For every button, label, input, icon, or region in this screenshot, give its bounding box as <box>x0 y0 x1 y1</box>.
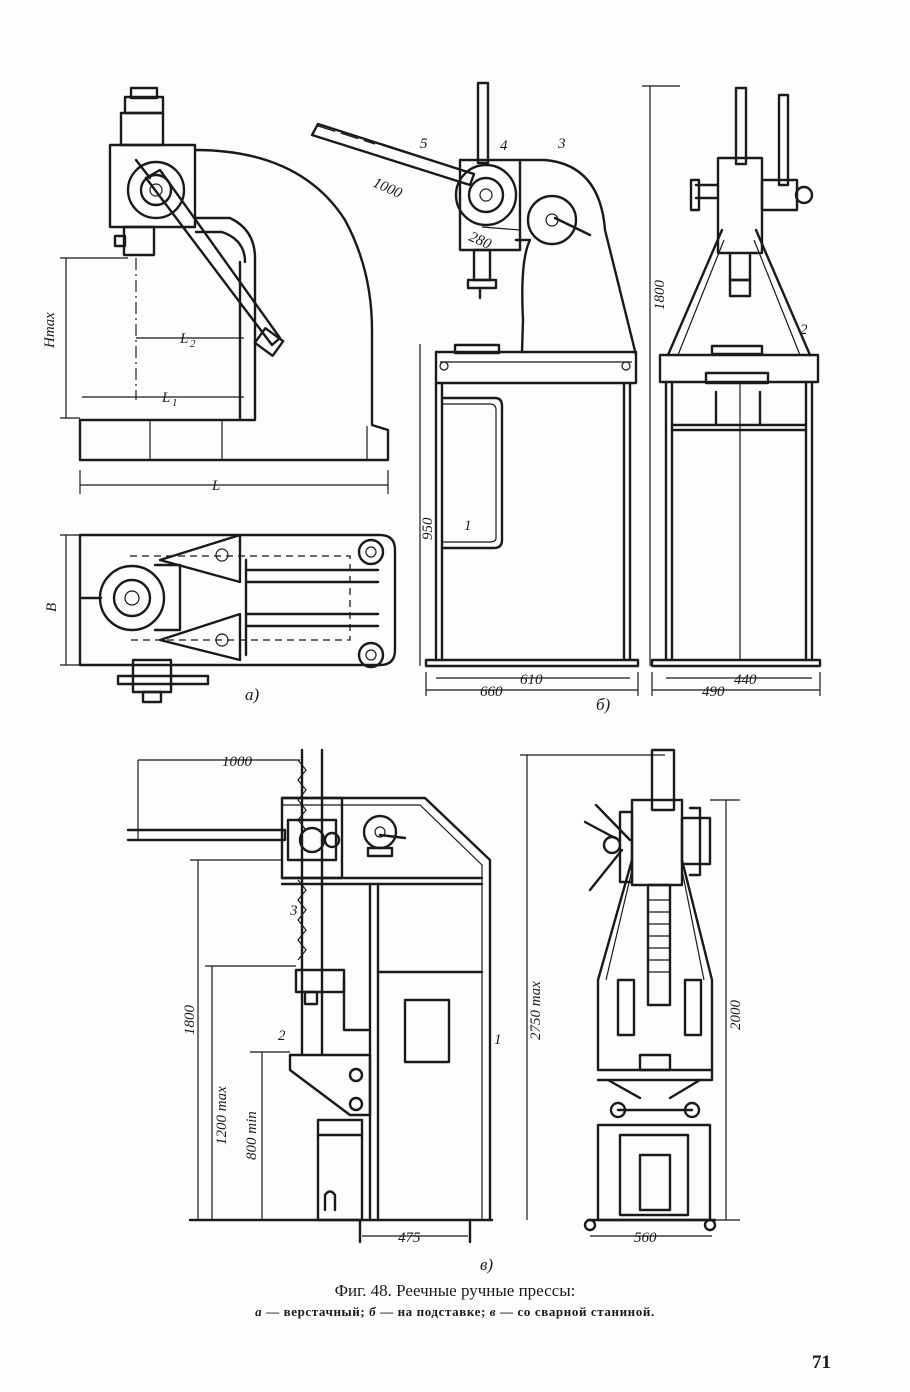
figure-caption-title: Фиг. 48. Реечные ручные прессы: <box>334 1281 576 1300</box>
dim-b-stand: 950 <box>420 517 436 540</box>
callout-b-2: 2 <box>800 322 808 338</box>
dim-hmax: Hmax <box>42 312 58 349</box>
press-v-front-view <box>126 748 494 1244</box>
panel-label-v: в) <box>480 1255 493 1274</box>
dim-b-side-outer: 490 <box>702 684 725 700</box>
press-b-side-view <box>650 86 822 696</box>
dim-l1-sub: 1 <box>172 397 178 409</box>
dim-l2-sub: 2 <box>190 338 196 350</box>
dim-l2: L <box>179 331 188 347</box>
dim-b-height: 1800 <box>652 280 668 311</box>
legend-text-a: верстачный; <box>283 1304 366 1319</box>
press-a-plan-view <box>60 533 397 704</box>
dim-v-overall: 2750 max <box>528 981 544 1040</box>
dim-l: L <box>211 478 220 494</box>
panel-label-b: б) <box>596 695 611 714</box>
dim-b-width-inner: 610 <box>520 672 543 688</box>
press-a-side-view <box>60 86 390 494</box>
dim-v-base: 475 <box>398 1230 421 1246</box>
legend-letter-a: а <box>255 1304 263 1319</box>
dim-v-min-work: 800 min <box>244 1111 260 1160</box>
dim-v-side-base: 560 <box>634 1230 657 1246</box>
legend-letter-v: в <box>489 1304 497 1319</box>
dim-b-width-outer: 660 <box>480 684 503 700</box>
press-b-front-view <box>310 81 680 696</box>
legend-text-v: со сварной станиной. <box>517 1304 655 1319</box>
legend-letter-b: б <box>369 1304 377 1319</box>
callout-v-1: 1 <box>494 1032 502 1048</box>
callout-b-4: 4 <box>500 138 508 154</box>
callout-b-3: 3 <box>557 136 566 152</box>
panel-label-a: а) <box>245 685 260 704</box>
dim-b-lever: 1000 <box>370 175 404 202</box>
dim-v-max-work: 1200 max <box>214 1086 230 1145</box>
callout-v-2: 2 <box>278 1028 286 1044</box>
legend-text-b: на подставке; <box>397 1304 486 1319</box>
dim-l1: L <box>161 390 170 406</box>
press-v-side-view: 2750 max <box>520 748 740 1237</box>
figure-caption-legend: а — верстачный; б — на подставке; в — со… <box>255 1304 655 1319</box>
dim-v-total: 1800 <box>182 1005 198 1036</box>
dim-b-side-inner: 440 <box>734 672 757 688</box>
dim-v-frame: 2000 <box>728 1000 744 1031</box>
dim-b: B <box>44 603 60 612</box>
page-number: 71 <box>812 1352 831 1373</box>
callout-v-3: 3 <box>289 903 298 919</box>
dim-v-lever: 1000 <box>222 754 253 770</box>
callout-b-5: 5 <box>420 136 428 152</box>
callout-b-1: 1 <box>464 518 472 534</box>
